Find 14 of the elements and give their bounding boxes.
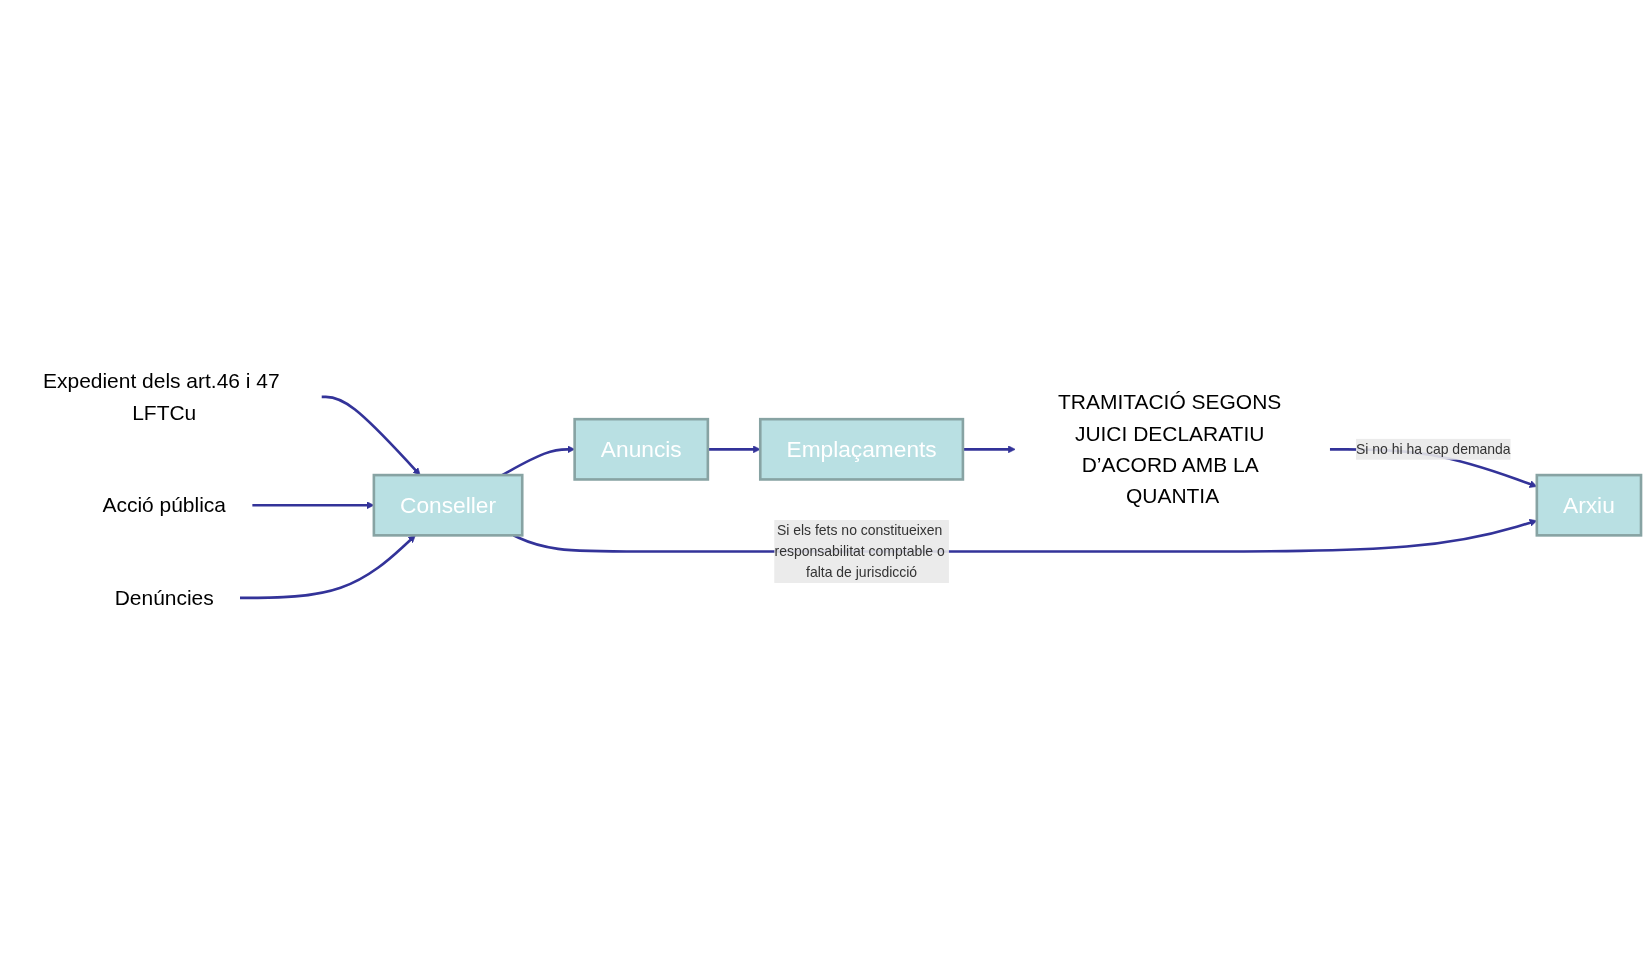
node-box: Emplaçaments [758, 417, 965, 481]
arrow [962, 445, 1016, 454]
node-text: Expedient dels art.46 i 47 LFTCu [43, 368, 280, 424]
node-box: Arxiu [1535, 473, 1643, 537]
node-text: Denúncies [114, 585, 214, 610]
node-box: Anuncis [573, 417, 710, 481]
arrow [239, 535, 416, 600]
node-text: Acció pública [102, 492, 226, 517]
edge-label: Si els fets no constitueixen responsabilitat comptable o falta de jurisdicció [774, 522, 945, 580]
node-text: TRAMITACIÓ SEGONS JUICI DECLARATIU D’ACORD AMB LA QUANTIA [1058, 389, 1282, 508]
node-box: Conseller [372, 473, 524, 537]
edge-label: Si no hi ha cap demanda [1356, 441, 1511, 457]
arrow [707, 445, 761, 454]
arrow [321, 395, 421, 476]
